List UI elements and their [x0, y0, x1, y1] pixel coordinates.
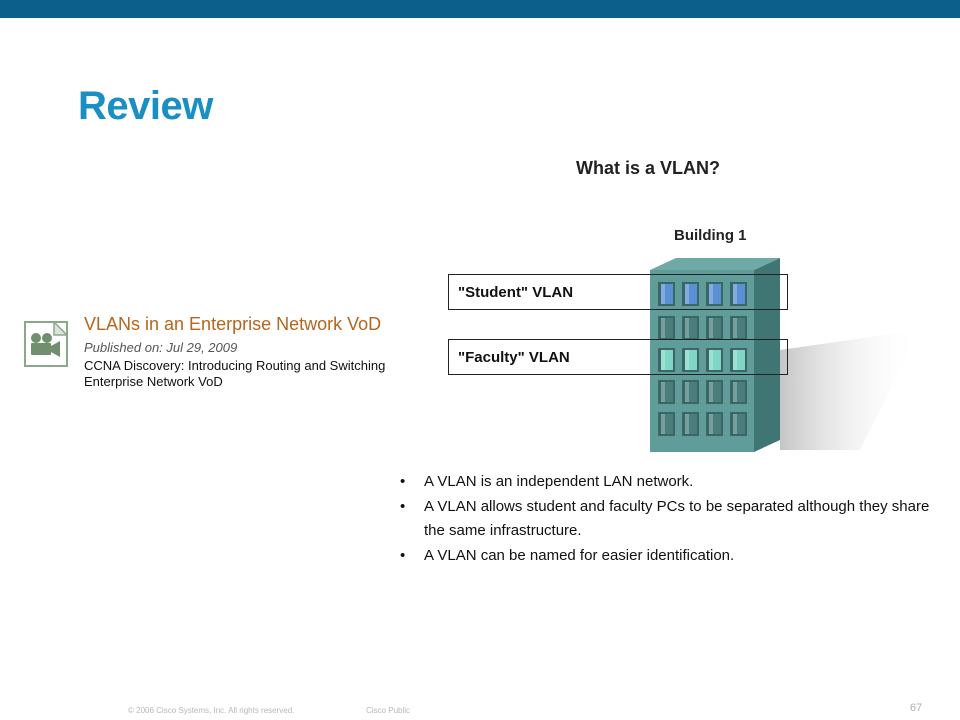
building-top: [650, 258, 780, 270]
window-pane: [685, 350, 697, 370]
window-highlight: [709, 350, 713, 370]
window-pane: [661, 382, 673, 402]
window-highlight: [685, 318, 689, 338]
window-pane: [709, 284, 721, 304]
window-pane: [685, 382, 697, 402]
footer-copyright: © 2006 Cisco Systems, Inc. All rights re…: [128, 706, 295, 715]
window-pane: [733, 414, 745, 434]
window-pane: [685, 414, 697, 434]
vlan-label-student: "Student" VLAN: [458, 284, 574, 301]
window-highlight: [733, 318, 737, 338]
vlan-box-student: "Student" VLAN: [448, 274, 788, 310]
window-highlight: [661, 284, 665, 304]
window-highlight: [709, 414, 713, 434]
page-number: 67: [910, 702, 923, 714]
window-highlight: [685, 382, 689, 402]
video-camera-icon: [24, 321, 68, 367]
vlan-box-faculty: "Faculty" VLAN: [448, 339, 788, 375]
window-highlight: [709, 284, 713, 304]
video-title[interactable]: VLANs in an Enterprise Network VoD: [84, 314, 382, 334]
window-highlight: [733, 350, 737, 370]
window-highlight: [685, 414, 689, 434]
vlan-label-faculty: "Faculty" VLAN: [458, 349, 570, 366]
vlan-diagram: What is a VLAN? Building 1 "Student" VLA…: [440, 150, 920, 470]
window-pane: [709, 414, 721, 434]
video-published-date: Published on: Jul 29, 2009: [84, 340, 238, 355]
building-shadow: [780, 330, 920, 450]
window-highlight: [661, 414, 665, 434]
building-side: [754, 258, 780, 452]
video-link[interactable]: VLANs in an Enterprise Network VoD Publi…: [24, 314, 424, 404]
window-pane: [709, 350, 721, 370]
window-highlight: [733, 382, 737, 402]
window-highlight: [709, 382, 713, 402]
building-windows: [658, 282, 747, 436]
building-illustration: [650, 258, 920, 452]
window-pane: [733, 350, 745, 370]
window-highlight: [661, 318, 665, 338]
window-highlight: [709, 318, 713, 338]
window-pane: [733, 318, 745, 338]
window-pane: [661, 318, 673, 338]
bullet-item: A VLAN can be named for easier identific…: [400, 544, 950, 568]
window-pane: [661, 414, 673, 434]
video-description-2: Enterprise Network VoD: [84, 374, 223, 389]
window-pane: [709, 318, 721, 338]
window-highlight: [661, 382, 665, 402]
window-pane: [661, 284, 673, 304]
window-highlight: [661, 350, 665, 370]
window-highlight: [733, 414, 737, 434]
window-pane: [685, 284, 697, 304]
window-pane: [733, 382, 745, 402]
diagram-question: What is a VLAN?: [576, 158, 721, 178]
window-highlight: [685, 284, 689, 304]
slide-title: Review: [78, 84, 213, 128]
bullet-item: A VLAN allows student and faculty PCs to…: [400, 495, 950, 543]
building-label: Building 1: [674, 227, 747, 244]
window-pane: [685, 318, 697, 338]
footer-classification: Cisco Public: [366, 706, 411, 715]
window-highlight: [685, 350, 689, 370]
window-highlight: [733, 284, 737, 304]
window-pane: [709, 382, 721, 402]
bullet-item: A VLAN is an independent LAN network.: [400, 470, 950, 494]
bullet-list: A VLAN is an independent LAN network. A …: [400, 470, 950, 569]
window-pane: [733, 284, 745, 304]
video-description: CCNA Discovery: Introducing Routing and …: [84, 358, 386, 373]
window-pane: [661, 350, 673, 370]
top-banner: [0, 0, 960, 18]
